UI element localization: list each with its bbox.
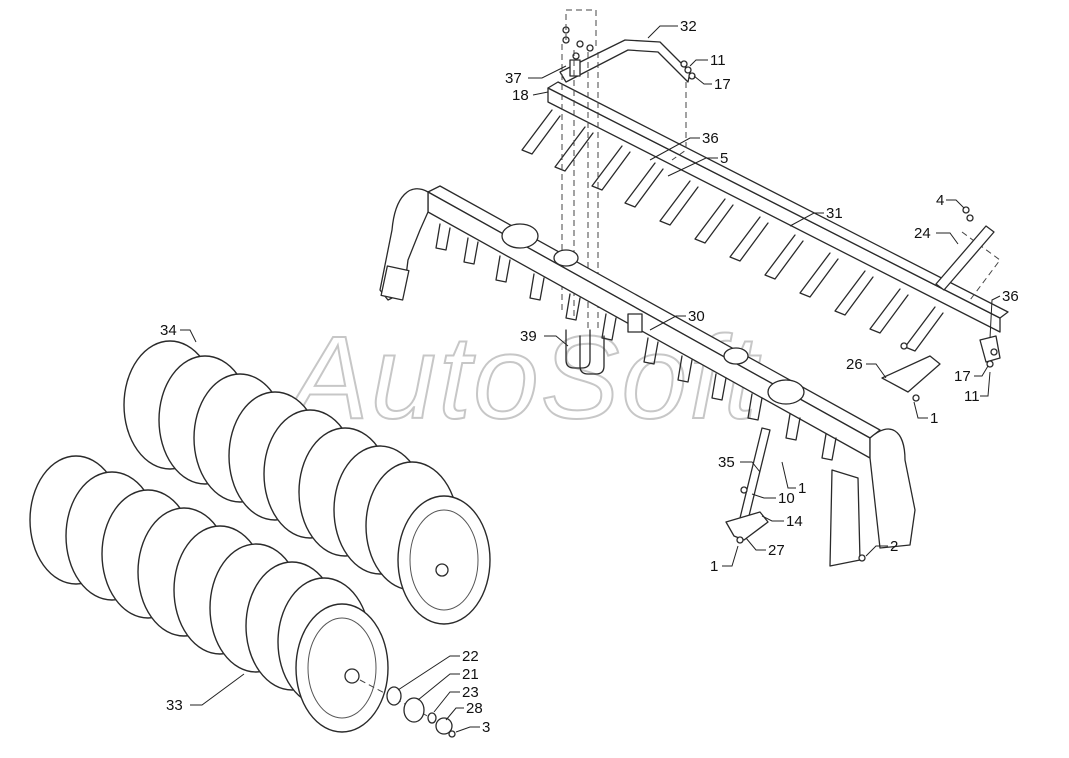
- callout-30: 30: [688, 308, 705, 325]
- bracket-32: [559, 39, 691, 83]
- bolt-set-11-17-top: [680, 60, 696, 80]
- callout-5: 5: [720, 150, 728, 167]
- callout-23: 23: [462, 684, 479, 701]
- u-bolts-39: [565, 329, 605, 375]
- callout-28: 28: [466, 700, 483, 717]
- callout-36-right: 36: [1002, 288, 1019, 305]
- callout-26: 26: [846, 356, 863, 373]
- callout-31: 31: [826, 205, 843, 222]
- leader-lines: [180, 25, 1001, 733]
- callout-39: 39: [520, 328, 537, 345]
- callout-1-bottom: 1: [710, 558, 718, 575]
- callout-22: 22: [462, 648, 479, 665]
- callout-11-right: 11: [964, 388, 980, 405]
- tines-upper: [521, 109, 944, 352]
- callout-17-top: 17: [714, 76, 731, 93]
- callout-21: 21: [462, 666, 479, 683]
- spring-tine-35: [725, 427, 771, 544]
- callout-1-right: 1: [930, 410, 938, 427]
- disc-gang-34: [123, 340, 491, 625]
- bolts-4: [962, 206, 974, 222]
- hub-parts: [359, 679, 456, 738]
- callout-14: 14: [786, 513, 803, 530]
- end-bracket-36: [979, 335, 1001, 368]
- callout-17-right: 17: [954, 368, 971, 385]
- bolt-2: [858, 554, 866, 562]
- plate-24: [935, 225, 995, 291]
- callout-37: 37: [505, 70, 522, 87]
- disc-gang-33: [29, 455, 389, 733]
- callout-labels: 32 11 17 37 18 36 5 31 4 24 36 30 39 34 …: [160, 18, 1019, 736]
- callout-3: 3: [482, 719, 490, 736]
- callout-18: 18: [512, 87, 529, 104]
- callout-35: 35: [718, 454, 735, 471]
- callout-2: 2: [890, 538, 898, 555]
- callout-4: 4: [936, 192, 944, 209]
- callout-27: 27: [768, 542, 785, 559]
- callout-34: 34: [160, 322, 177, 339]
- frame-bar-31: [521, 81, 1009, 352]
- callout-36-top: 36: [702, 130, 719, 147]
- callout-11-top: 11: [710, 52, 726, 69]
- share-26: [881, 342, 941, 402]
- main-frame-30: [379, 185, 916, 567]
- callout-10: 10: [778, 490, 795, 507]
- callout-32: 32: [680, 18, 697, 35]
- callout-33: 33: [166, 697, 183, 714]
- tines-lower: [435, 223, 837, 461]
- callout-1-mid: 1: [798, 480, 806, 497]
- callout-24: 24: [914, 225, 931, 242]
